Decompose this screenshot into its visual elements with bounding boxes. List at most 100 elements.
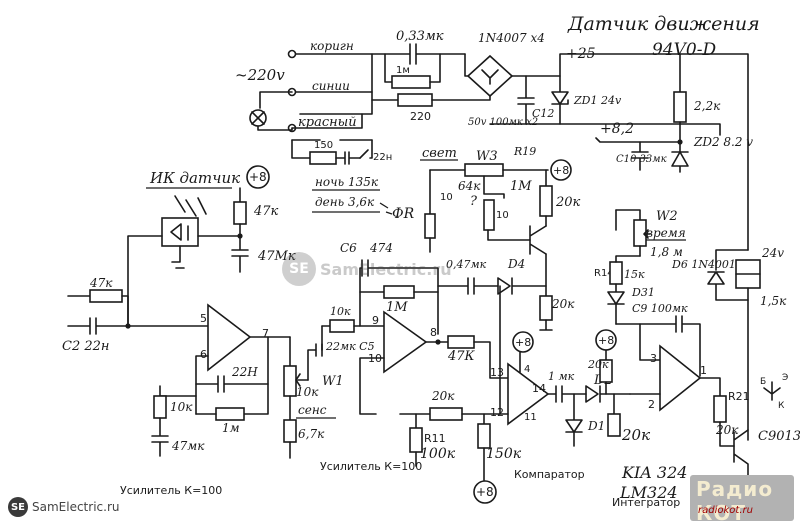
pin6: 6 [200,348,207,361]
phr-label: ФR [392,206,415,222]
c47mk-bot-label: 47мк [171,439,205,453]
pin1: 1 [700,364,707,377]
pin12: 12 [490,406,504,419]
board-code: 94V0-D [652,40,716,60]
amp1-section: 47к C2 22н 5 6 7 22Н 1м 10к 47мк Усилите… [62,276,291,497]
pin2: 2 [648,398,655,411]
w1-label: W1 [322,374,344,389]
pin9: 9 [372,314,379,327]
plus82-label: +8,2 [600,121,634,137]
radiokot-url: radiokot.ru [698,505,753,516]
site-watermark: SE SamElectric.ru [8,497,119,517]
r1m-w3-label: 1М [510,179,532,194]
opamp-1 [207,303,252,372]
r22k-label: 2,2к [693,99,721,113]
r47k-in-label: 47к [89,276,113,290]
den-label: день 3,6к [315,195,375,209]
c033-label: 0,33мк [396,29,444,44]
r220-label: 220 [410,110,431,123]
transistor-label: C9013 [758,429,800,444]
opamp-4 [659,344,702,412]
r64k-label: 64к [458,179,481,193]
r20k-mid-label: 20к [431,389,455,403]
r20k-int-label: 20к [587,358,609,371]
pin13: 13 [490,366,504,379]
c1mk-label: 1 мк [548,370,575,383]
pin3: 3 [650,352,657,365]
c47mk-ir-label: 47Мк [257,249,296,264]
d6-label: D6 1N4001 [671,258,736,271]
center-watermark: SE SamElectric.ru [282,252,452,286]
pin8: 8 [430,326,437,339]
t-k-label: К [778,401,785,411]
pin14: 14 [532,382,546,395]
r47k-ir-label: 47к [253,204,279,219]
w1-section: 10к W1 сенс 6,7к [283,336,344,459]
r15k-label: 15к [624,268,645,281]
ir-sensor-section: ИК датчик +8 47к 47Мк [127,165,296,327]
r47k-out-label: 47К [447,349,476,364]
w2-label: W2 [656,209,678,224]
sens-label: сенс [298,403,327,417]
opamp-3 [507,362,550,426]
r10k-c-label: 10к [170,400,193,414]
plus8-w3: +8 [553,164,569,177]
r150-label: 150 [314,140,333,151]
wire-label-1: коригн [310,39,354,53]
comparator-section: +8 4 11 13 12 14 20к R11 100к 150к +8 Ко… [320,331,585,504]
r14-label: R14 [594,268,614,279]
r11-label: R11 [424,432,446,445]
d1-label: D1 [587,419,605,433]
vremya-label: время [646,226,686,240]
relay-24v-label: 24v [761,246,784,260]
caption-amp100-b: Усилитель К=100 [120,484,222,497]
bridge-label: 1N4007 x4 [478,31,545,45]
se-logo-icon-small: SE [8,497,28,517]
dropper-section: 0,33мк 1м 220 1N4007 x4 +25 C12 50v 100м… [371,29,753,251]
c6-val-label: 474 [369,241,393,255]
r18m-label: 1,8 м [650,245,683,259]
c9-label: C9 100мк [632,302,688,315]
center-watermark-text: SamElectric.ru [320,259,452,279]
light-sensor-section: свет W3 R19 +8 64к 1М ? 10 10 20к ночь 1… [312,145,581,255]
relay-section: D6 1N4001 24v 1,5к Э Б К C9013 [671,246,800,491]
r100k-label: 100к [420,446,456,462]
radiokot-watermark: Радио КОТ radiokot.ru [690,475,794,525]
mains-voltage: ~220v [235,66,285,84]
photoresistor [424,213,436,239]
q-mark: ? [470,194,478,209]
caption-integrator: Интегратор [612,496,680,509]
zd1-label: ZD1 24v [573,94,622,107]
site-watermark-text: SamElectric.ru [32,500,120,514]
chip2-label: LM324 [619,483,678,502]
r10-b-label: 10 [496,210,509,221]
svet-label: свет [422,146,457,161]
w3-label: W3 [476,149,498,164]
r1m-c6-label: 1М [386,300,408,315]
wire-label-3: красный [298,115,357,130]
d4-label: D4 [507,257,525,271]
d4-section: 0,47мк D4 20к [437,253,575,415]
diagram-title: Датчик движения [567,13,760,35]
zd2-label: ZD2 8.2 v [693,135,753,149]
noch-label: ночь 135к [315,175,379,189]
mains-section: коригн синии красный ~220v 150 22н [235,39,392,165]
d3-label: D31 [631,286,655,299]
caption-amp100: Усилитель К=100 [320,460,422,473]
ir-sensor [161,217,199,247]
plus8-ir: +8 [249,170,267,184]
plus8-int: +8 [598,334,614,347]
c2-label: C2 22н [62,339,109,354]
plus25-label: +25 [566,46,596,62]
r20k-w3-label: 20к [555,195,581,210]
t-e-label: Э [782,373,788,383]
plus8-bot: +8 [476,485,494,499]
se-logo-icon: SE [282,252,316,286]
c6-label: C6 [340,241,357,255]
r10-a-label: 10 [440,192,453,203]
c047-label: 0,47мк [446,258,487,271]
r67k-label: 6,7к [298,427,325,441]
pin7: 7 [262,327,269,340]
r150k-label: 150к [486,446,522,462]
